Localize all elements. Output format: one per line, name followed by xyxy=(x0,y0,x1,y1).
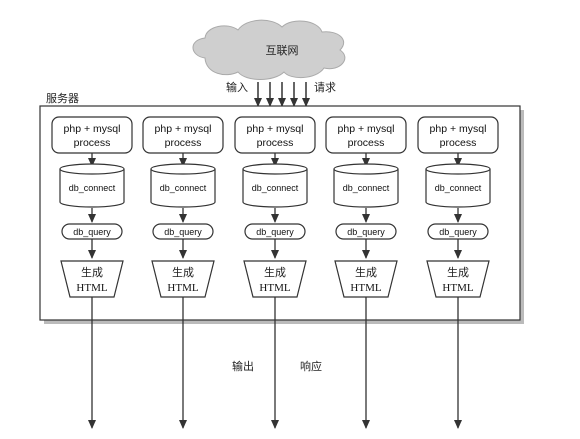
request-arrows xyxy=(254,82,310,107)
db-query-label: db_query xyxy=(73,227,111,237)
db-connect-cylinder: db_connect xyxy=(242,163,308,208)
response-label: 响应 xyxy=(300,359,322,373)
process-columns: php + mysql process db_connect db_query 生成 HT… xyxy=(51,116,499,429)
db-connect-label: db_connect xyxy=(343,183,390,193)
request-label: 请求 xyxy=(314,81,336,94)
cylinder-body xyxy=(150,169,216,208)
cylinder-top xyxy=(59,163,125,175)
db-connect-label: db_connect xyxy=(435,183,482,193)
generate-label-line1: 生成 xyxy=(264,265,286,279)
cylinder-body xyxy=(425,169,491,208)
process-label-line1: php + mysql xyxy=(155,123,212,135)
generate-label-line1: 生成 xyxy=(81,265,103,279)
process-column: php + mysql process db_connect db_query 生成 HT… xyxy=(325,116,407,429)
cloud-label: 互联网 xyxy=(266,44,299,57)
generate-label-line1: 生成 xyxy=(447,265,469,279)
internet-cloud: 互联网 xyxy=(192,19,346,80)
process-label-line1: php + mysql xyxy=(64,123,121,135)
cylinder-top xyxy=(425,163,491,175)
process-label-line1: php + mysql xyxy=(338,123,395,135)
db-query-label: db_query xyxy=(439,227,477,237)
output-label: 输出 xyxy=(232,359,254,373)
input-label: 输入 xyxy=(226,80,248,94)
db-connect-cylinder: db_connect xyxy=(425,163,491,208)
generate-html-trapezoid xyxy=(243,260,307,298)
process-label-line2: process xyxy=(74,137,111,149)
db-query-label: db_query xyxy=(164,227,202,237)
cylinder-top xyxy=(333,163,399,175)
db-connect-cylinder: db_connect xyxy=(59,163,125,208)
process-column: php + mysql process db_connect db_query 生成 HT… xyxy=(142,116,224,429)
generate-label-line1: 生成 xyxy=(172,265,194,279)
process-column: php + mysql process db_connect db_query 生成 HT… xyxy=(234,116,316,429)
cylinder-top xyxy=(150,163,216,175)
db-connect-label: db_connect xyxy=(252,183,299,193)
process-label-line2: process xyxy=(440,137,477,149)
process-column: php + mysql process db_connect db_query 生成 HT… xyxy=(417,116,499,429)
cloud-shape xyxy=(192,19,346,80)
db-connect-label: db_connect xyxy=(160,183,207,193)
generate-html-trapezoid xyxy=(60,260,124,298)
cylinder-body xyxy=(59,169,125,208)
generate-label-line2: HTML xyxy=(442,282,473,294)
db-connect-cylinder: db_connect xyxy=(333,163,399,208)
cylinder-body xyxy=(242,169,308,208)
process-label-line2: process xyxy=(348,137,385,149)
generate-label-line2: HTML xyxy=(76,282,107,294)
generate-html-trapezoid xyxy=(151,260,215,298)
generate-label-line2: HTML xyxy=(259,282,290,294)
cylinder-top xyxy=(242,163,308,175)
server-label: 服务器 xyxy=(46,92,79,105)
process-label-line2: process xyxy=(165,137,202,149)
generate-html-trapezoid xyxy=(334,260,398,298)
process-label-line2: process xyxy=(257,137,294,149)
generate-label-line2: HTML xyxy=(350,282,381,294)
process-label-line1: php + mysql xyxy=(247,123,304,135)
process-label-line1: php + mysql xyxy=(430,123,487,135)
db-query-label: db_query xyxy=(347,227,385,237)
generate-label-line2: HTML xyxy=(167,282,198,294)
db-connect-cylinder: db_connect xyxy=(150,163,216,208)
db-query-label: db_query xyxy=(256,227,294,237)
process-column: php + mysql process db_connect db_query 生成 HT… xyxy=(51,116,133,429)
cylinder-body xyxy=(333,169,399,208)
generate-label-line1: 生成 xyxy=(355,265,377,279)
db-connect-label: db_connect xyxy=(69,183,116,193)
generate-html-trapezoid xyxy=(426,260,490,298)
